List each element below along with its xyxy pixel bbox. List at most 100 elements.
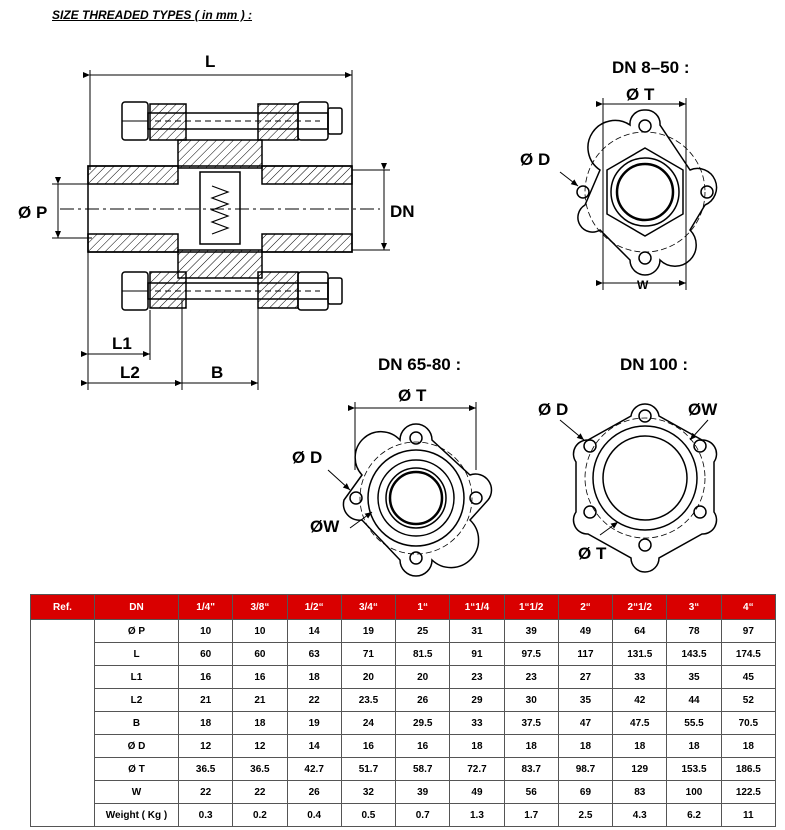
table-header-cell: 3“ bbox=[666, 594, 722, 620]
table-cell: 16 bbox=[177, 665, 234, 689]
table-cell: 24 bbox=[340, 711, 397, 735]
table-cell: 1.3 bbox=[449, 803, 505, 827]
table-cell: 70.5 bbox=[720, 711, 777, 735]
table-cell: 18 bbox=[449, 734, 505, 758]
table-cell: 18 bbox=[232, 711, 288, 735]
table-cell: 60 bbox=[177, 642, 234, 666]
table-cell: 72.7 bbox=[449, 757, 505, 781]
table-cell: 56 bbox=[503, 780, 559, 804]
table-cell: 98.7 bbox=[557, 757, 614, 781]
table-cell: 58.7 bbox=[395, 757, 451, 781]
table-cell: 35 bbox=[666, 665, 722, 689]
table-cell: 18 bbox=[720, 734, 777, 758]
flange-view-dn65-80 bbox=[327, 402, 493, 577]
table-cell: 18 bbox=[503, 734, 559, 758]
dim-label-DN: DN bbox=[390, 202, 415, 221]
table-cell: 47.5 bbox=[612, 711, 668, 735]
table-cell: 81.5 bbox=[395, 642, 451, 666]
table-cell: 19 bbox=[286, 711, 342, 735]
flange-view-dn100 bbox=[559, 403, 718, 573]
table-header-cell: 3/8“ bbox=[232, 594, 288, 620]
table-cell: 1.7 bbox=[503, 803, 559, 827]
table-cell: 55.5 bbox=[666, 711, 722, 735]
table-cell: 2.5 bbox=[557, 803, 614, 827]
table-cell: 63 bbox=[286, 642, 342, 666]
row-label-cell: L1 bbox=[94, 665, 179, 689]
table-cell: 122.5 bbox=[720, 780, 777, 804]
dim-label-L2: L2 bbox=[120, 363, 140, 382]
table-cell: 6.2 bbox=[666, 803, 722, 827]
dimension-table: Ref. DN 1/4" 3/8“ 1/2“ 3/4“ 1“ 1“1/4 1“1… bbox=[30, 594, 777, 827]
table-cell: 16 bbox=[340, 734, 397, 758]
table-cell: 52 bbox=[720, 688, 777, 712]
table-cell: 69 bbox=[557, 780, 614, 804]
table-cell: 16 bbox=[232, 665, 288, 689]
view-title-dn100: DN 100 : bbox=[620, 355, 689, 374]
dim-label-W-dn8-50: W bbox=[637, 278, 649, 292]
table-cell: 23 bbox=[503, 665, 559, 689]
table-cell: 19 bbox=[340, 619, 397, 643]
row-label-cell: Ø D bbox=[94, 734, 179, 758]
dim-label-W-dn65-80: ØW bbox=[310, 517, 340, 536]
table-header-cell: Ref. bbox=[30, 594, 95, 620]
table-cell: 0.2 bbox=[232, 803, 288, 827]
table-cell: 78 bbox=[666, 619, 722, 643]
table-cell: 39 bbox=[503, 619, 559, 643]
table-cell: 22 bbox=[232, 780, 288, 804]
table-cell: 30 bbox=[503, 688, 559, 712]
table-cell: 33 bbox=[612, 665, 668, 689]
table-header-cell: 2“1/2 bbox=[612, 594, 668, 620]
table-header-cell: 1/2“ bbox=[286, 594, 342, 620]
row-label-cell: L bbox=[94, 642, 179, 666]
table-cell: 4.3 bbox=[612, 803, 668, 827]
table-cell: 51.7 bbox=[340, 757, 397, 781]
flange-view-dn8-50 bbox=[559, 98, 718, 290]
row-label-cell: Ø T bbox=[94, 757, 179, 781]
dim-label-D-dn100: Ø D bbox=[538, 400, 569, 419]
table-cell: 42.7 bbox=[286, 757, 342, 781]
dim-label-B: B bbox=[211, 363, 224, 382]
row-label-cell: L2 bbox=[94, 688, 179, 712]
table-cell: 14 bbox=[286, 734, 342, 758]
table-cell: 18 bbox=[557, 734, 614, 758]
table-cell: 20 bbox=[340, 665, 397, 689]
table-cell: 64 bbox=[612, 619, 668, 643]
table-cell: 20 bbox=[395, 665, 451, 689]
table-cell: 29.5 bbox=[395, 711, 451, 735]
table-cell: 36.5 bbox=[232, 757, 288, 781]
section-view bbox=[52, 70, 390, 390]
ref-cell bbox=[30, 619, 95, 827]
table-cell: 36.5 bbox=[177, 757, 234, 781]
table-cell: 11 bbox=[720, 803, 777, 827]
table-cell: 10 bbox=[177, 619, 234, 643]
table-cell: 29 bbox=[449, 688, 505, 712]
table-cell: 23.5 bbox=[340, 688, 397, 712]
row-label-cell: Weight ( Kg ) bbox=[94, 803, 179, 827]
table-cell: 0.5 bbox=[340, 803, 397, 827]
table-cell: 22 bbox=[177, 780, 234, 804]
section-heading: SIZE THREADED TYPES ( in mm ) : bbox=[52, 8, 253, 22]
table-cell: 129 bbox=[612, 757, 668, 781]
table-header-cell: 2“ bbox=[557, 594, 614, 620]
dim-label-D-dn65-80: Ø D bbox=[292, 448, 323, 467]
table-cell: 153.5 bbox=[666, 757, 722, 781]
table-cell: 0.7 bbox=[395, 803, 451, 827]
table-cell: 18 bbox=[612, 734, 668, 758]
dim-label-L1: L1 bbox=[112, 334, 132, 353]
table-cell: 100 bbox=[666, 780, 722, 804]
dim-label-D-dn8-50: Ø D bbox=[520, 150, 551, 169]
technical-drawing bbox=[52, 70, 718, 577]
table-header-cell: 1“1/4 bbox=[449, 594, 505, 620]
table-cell: 60 bbox=[232, 642, 288, 666]
dim-label-L: L bbox=[205, 52, 216, 71]
table-cell: 10 bbox=[232, 619, 288, 643]
table-cell: 83.7 bbox=[503, 757, 559, 781]
table-cell: 186.5 bbox=[720, 757, 777, 781]
table-cell: 83 bbox=[612, 780, 668, 804]
table-cell: 97 bbox=[720, 619, 777, 643]
table-cell: 49 bbox=[449, 780, 505, 804]
